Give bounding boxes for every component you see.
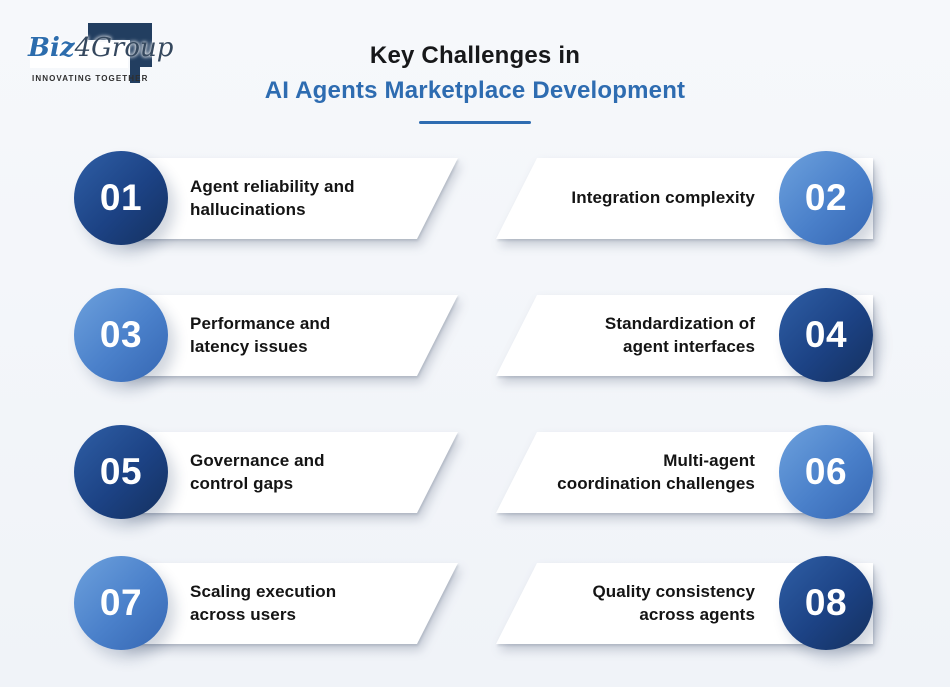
challenge-number-04: 04 [804,314,848,355]
challenge-banner-01: Agent reliability and hallucinations [122,158,458,239]
challenge-label-04: Standardization of agent interfaces [604,314,755,356]
logo-wordmark-group: 4Group [74,33,174,63]
challenge-label-08: Quality consistency across agents [592,582,755,624]
challenge-number-05: 05 [99,451,143,492]
challenge-number-06: 06 [804,451,848,492]
page-title-line1: Key Challenges in [369,42,581,69]
challenge-badge-02: 02 [779,151,873,245]
challenge-banner-03: Performance and latency issues [122,295,458,376]
challenge-row: Governance and control gaps 05 Multi-age… [0,425,950,520]
logo-tagline: INNOVATING TOGETHER [32,74,149,83]
challenge-banner-05: Governance and control gaps [122,432,458,513]
title-divider [419,121,531,124]
challenge-badge-04: 04 [779,288,873,382]
challenge-number-02: 02 [804,177,848,218]
challenge-label-01: Agent reliability and hallucinations [190,177,355,219]
challenge-badge-05: 05 [74,425,168,519]
logo-wordmark: Biz4Group [28,34,173,63]
challenge-number-03: 03 [99,314,143,355]
challenge-label-06: Multi-agent coordination challenges [557,451,755,493]
challenge-label-07: Scaling execution across users [190,582,337,624]
challenge-badge-03: 03 [74,288,168,382]
logo-bracket-icon [130,67,140,83]
challenge-row: Performance and latency issues 03 Standa… [0,288,950,383]
challenge-badge-06: 06 [779,425,873,519]
challenge-label-03: Performance and latency issues [190,314,331,356]
logo-wordmark-biz: Biz [28,33,75,63]
challenge-number-07: 07 [99,582,143,623]
challenge-label-05: Governance and control gaps [190,451,325,493]
challenge-badge-07: 07 [74,556,168,650]
challenge-row: Agent reliability and hallucinations 01 … [0,151,950,246]
challenge-banner-07: Scaling execution across users [122,563,458,644]
biz4group-logo: Biz4Group INNOVATING TOGETHER [22,12,192,104]
challenge-label-02: Integration complexity [571,188,755,208]
challenge-badge-01: 01 [74,151,168,245]
challenge-row: Scaling execution across users 07 Qualit… [0,556,950,651]
challenge-badge-08: 08 [779,556,873,650]
page-title-line2: AI Agents Marketplace Development [264,77,686,104]
header: Key Challenges in AI Agents Marketplace … [0,42,950,124]
logo-bracket-icon [130,23,152,67]
logo-backplate [30,42,128,68]
challenge-number-01: 01 [99,177,143,218]
challenge-number-08: 08 [804,582,848,623]
